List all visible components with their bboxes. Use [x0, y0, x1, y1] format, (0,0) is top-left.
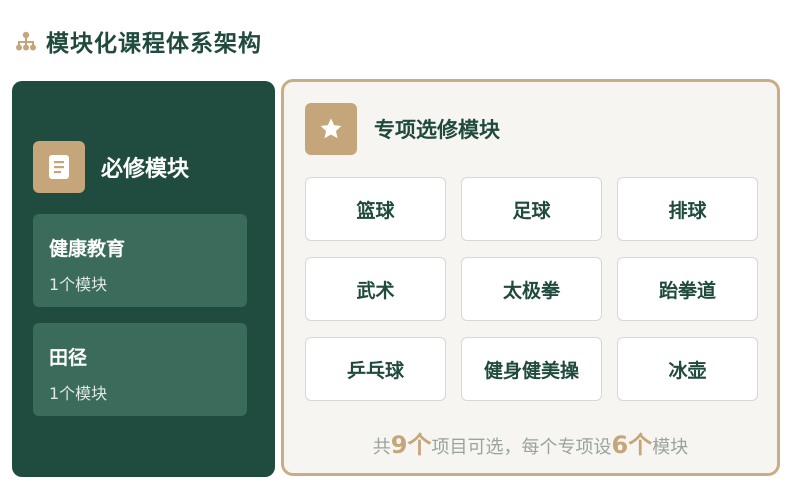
summary-prefix: 共 — [372, 437, 391, 458]
page-title: 模块化课程体系架构 — [46, 31, 262, 57]
elective-header: 专项选修模块 — [305, 103, 500, 155]
document-icon — [49, 155, 69, 179]
required-module-card[interactable]: 田径 1个模块 — [33, 323, 247, 416]
org-chart-icon — [16, 31, 36, 51]
sport-button-aerobics[interactable]: 健身健美操 — [461, 337, 602, 401]
required-title: 必修模块 — [101, 157, 190, 182]
elective-badge — [305, 103, 357, 155]
sport-button-table-tennis[interactable]: 乒乓球 — [305, 337, 446, 401]
sport-button-martial-arts[interactable]: 武术 — [305, 257, 446, 321]
page-header: 模块化课程体系架构 — [14, 24, 262, 58]
sport-button-tai-chi[interactable]: 太极拳 — [461, 257, 602, 321]
summary-middle: 项目可选，每个专项设 — [431, 437, 612, 458]
module-count: 1个模块 — [49, 275, 108, 294]
elective-title: 专项选修模块 — [374, 118, 500, 142]
summary-suffix: 模块 — [652, 437, 689, 458]
required-modules-panel: 必修模块 健康教育 1个模块 田径 1个模块 — [12, 81, 275, 477]
elective-summary: 共9个项目可选，每个专项设6个模块 — [284, 425, 777, 460]
sport-button-volleyball[interactable]: 排球 — [617, 177, 758, 241]
sport-button-basketball[interactable]: 篮球 — [305, 177, 446, 241]
required-module-card[interactable]: 健康教育 1个模块 — [33, 214, 247, 307]
module-name: 田径 — [49, 347, 88, 369]
star-icon — [320, 118, 342, 139]
sport-button-curling[interactable]: 冰壶 — [617, 337, 758, 401]
module-name: 健康教育 — [49, 238, 126, 260]
module-count: 1个模块 — [49, 384, 108, 403]
sport-button-taekwondo[interactable]: 跆拳道 — [617, 257, 758, 321]
required-header: 必修模块 — [33, 141, 189, 193]
sports-grid: 篮球 足球 排球 武术 太极拳 跆拳道 乒乓球 健身健美操 冰壶 — [305, 177, 758, 401]
summary-per: 6个 — [611, 431, 653, 459]
summary-total: 9个 — [390, 431, 432, 459]
elective-modules-panel: 专项选修模块 篮球 足球 排球 武术 太极拳 跆拳道 乒乓球 健身健美操 冰壶 … — [281, 79, 780, 476]
required-badge — [33, 141, 85, 193]
sport-button-football[interactable]: 足球 — [461, 177, 602, 241]
